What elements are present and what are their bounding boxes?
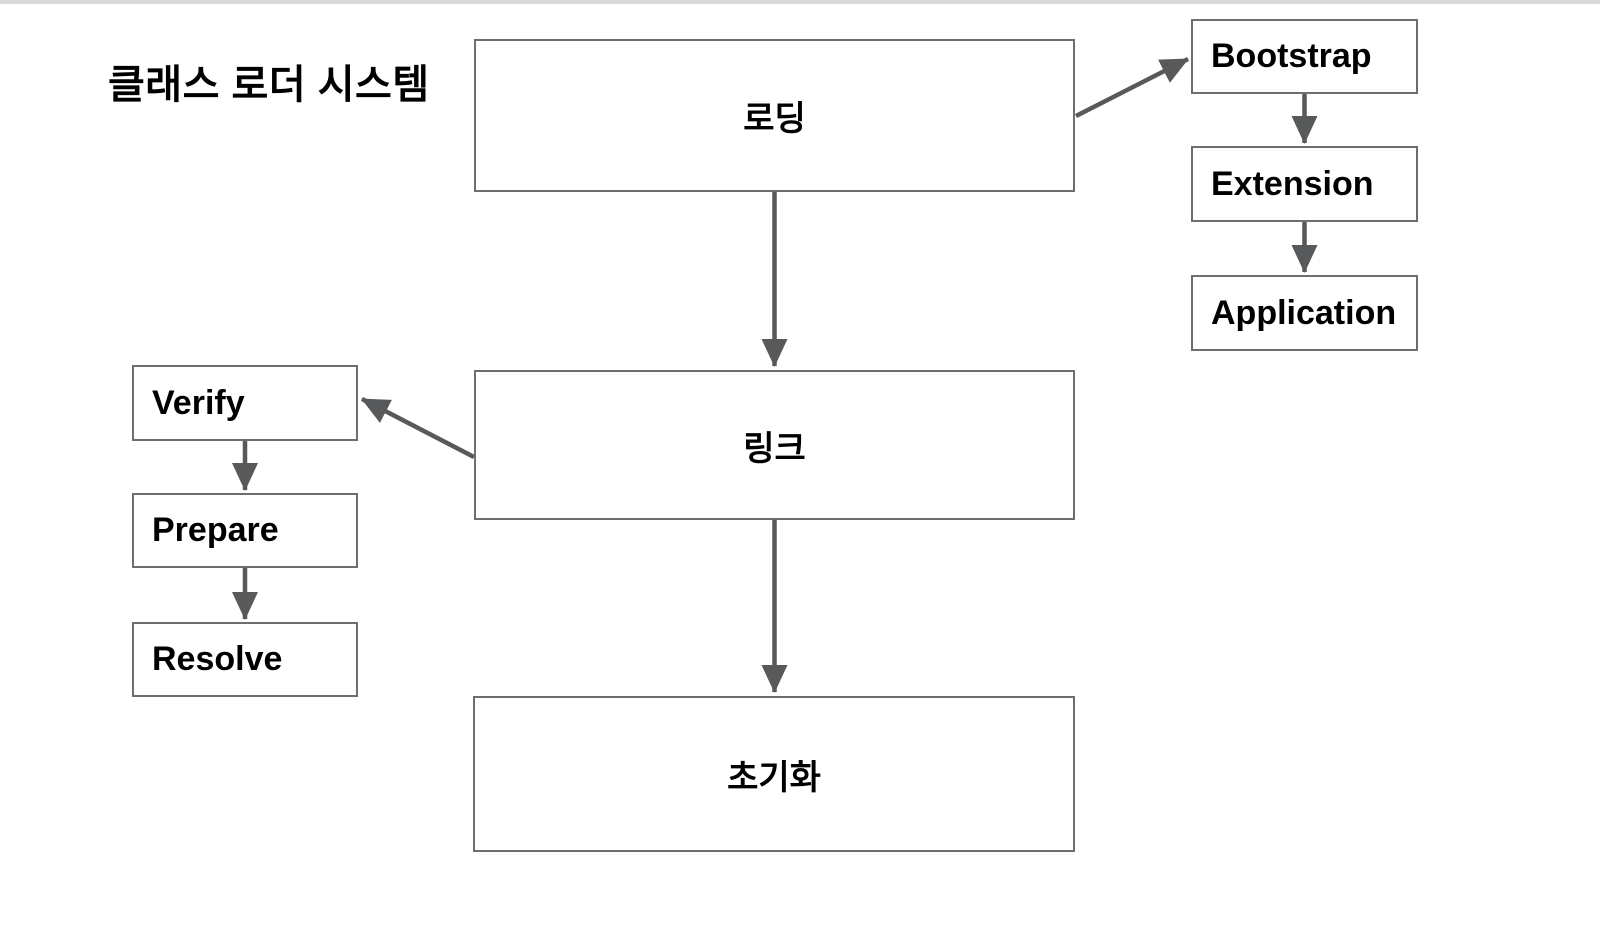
node-label: Bootstrap [1211,37,1372,75]
node-label: 초기화 [727,758,821,797]
arrow-loading-to-bootstrap [1074,56,1190,119]
node-label: Extension [1211,164,1374,203]
node-link: 링크 [474,370,1075,520]
arrow-link-to-verify [360,397,476,459]
diagram-title: 클래스 로더 시스템 [108,63,430,107]
node-label: Application [1211,293,1397,332]
node-label: 링크 [743,429,806,468]
node-label: Prepare [152,511,279,549]
node-verify: Verify [132,365,358,441]
node-prepare: Prepare [132,493,358,568]
node-extension: Extension [1191,146,1418,222]
node-label: 로딩 [743,100,806,138]
node-label: Verify [152,383,245,422]
node-initialization: 초기화 [473,696,1075,852]
node-bootstrap: Bootstrap [1191,19,1418,94]
window-edge-strip [0,0,1600,4]
node-resolve: Resolve [132,622,358,697]
node-application: Application [1191,275,1418,351]
node-loading: 로딩 [474,39,1075,192]
node-label: Resolve [152,640,283,678]
